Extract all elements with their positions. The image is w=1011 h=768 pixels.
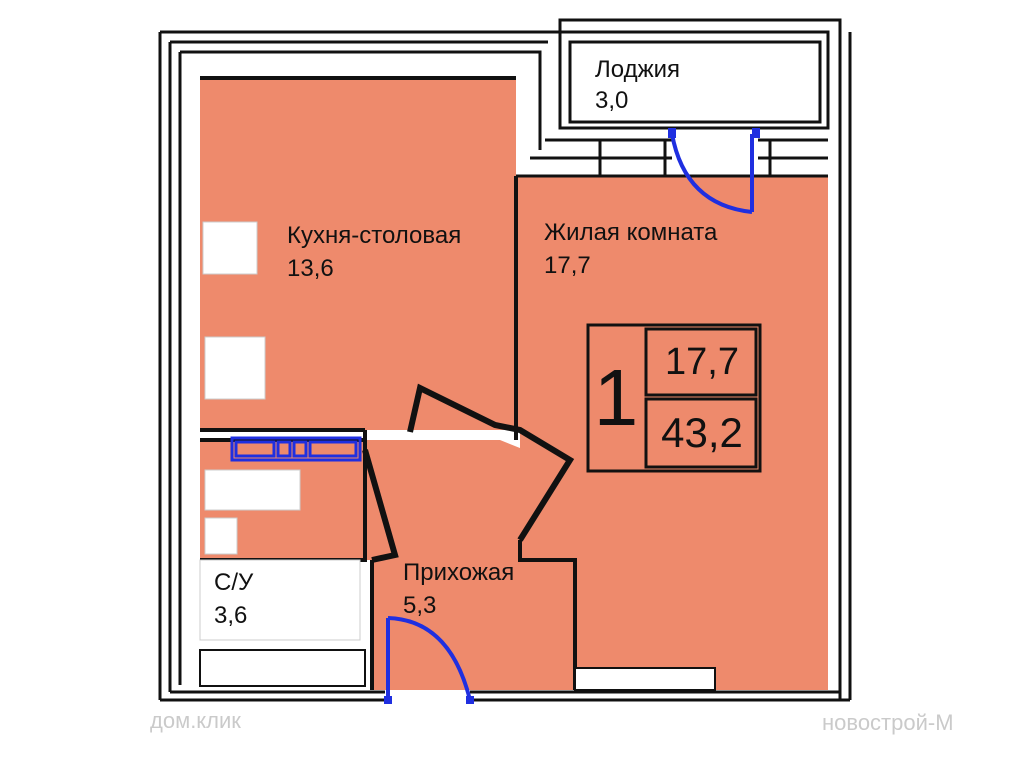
kitchen-fixtures <box>199 221 361 641</box>
loggia-name: Лоджия <box>595 56 681 83</box>
area-badge: 1 17,7 43,2 <box>588 325 760 471</box>
angled-walls <box>362 383 575 563</box>
kitchen-fill <box>200 78 516 430</box>
loggia-area: 3,0 <box>595 87 629 114</box>
bath-name: С/У <box>214 569 254 596</box>
kitchen-area: 13,6 <box>287 255 334 282</box>
hall-name: Прихожая <box>403 559 515 586</box>
living-room-fill <box>516 176 828 690</box>
living-room-name: Жилая комната <box>544 219 718 246</box>
door-hinges <box>384 128 760 704</box>
kitchen-name: Кухня-столовая <box>287 222 462 249</box>
rooms-count: 1 <box>593 353 639 442</box>
area-badge-frame <box>586 323 762 473</box>
kitchen-sink-row <box>230 436 362 462</box>
living-area-value: 17,7 <box>665 341 739 383</box>
total-area-value: 43,2 <box>661 409 743 456</box>
bottom-niches <box>199 649 716 691</box>
watermark-left: дом.клик <box>150 708 241 733</box>
hall-fill <box>365 440 575 690</box>
bath-area: 3,6 <box>214 602 248 629</box>
outer-wall-lines <box>158 18 852 702</box>
hall-area: 5,3 <box>403 592 437 619</box>
doors <box>386 133 754 701</box>
watermark-right: новострой-М <box>822 710 954 735</box>
living-room-area: 17,7 <box>544 252 591 279</box>
loggia-walls <box>516 30 830 178</box>
